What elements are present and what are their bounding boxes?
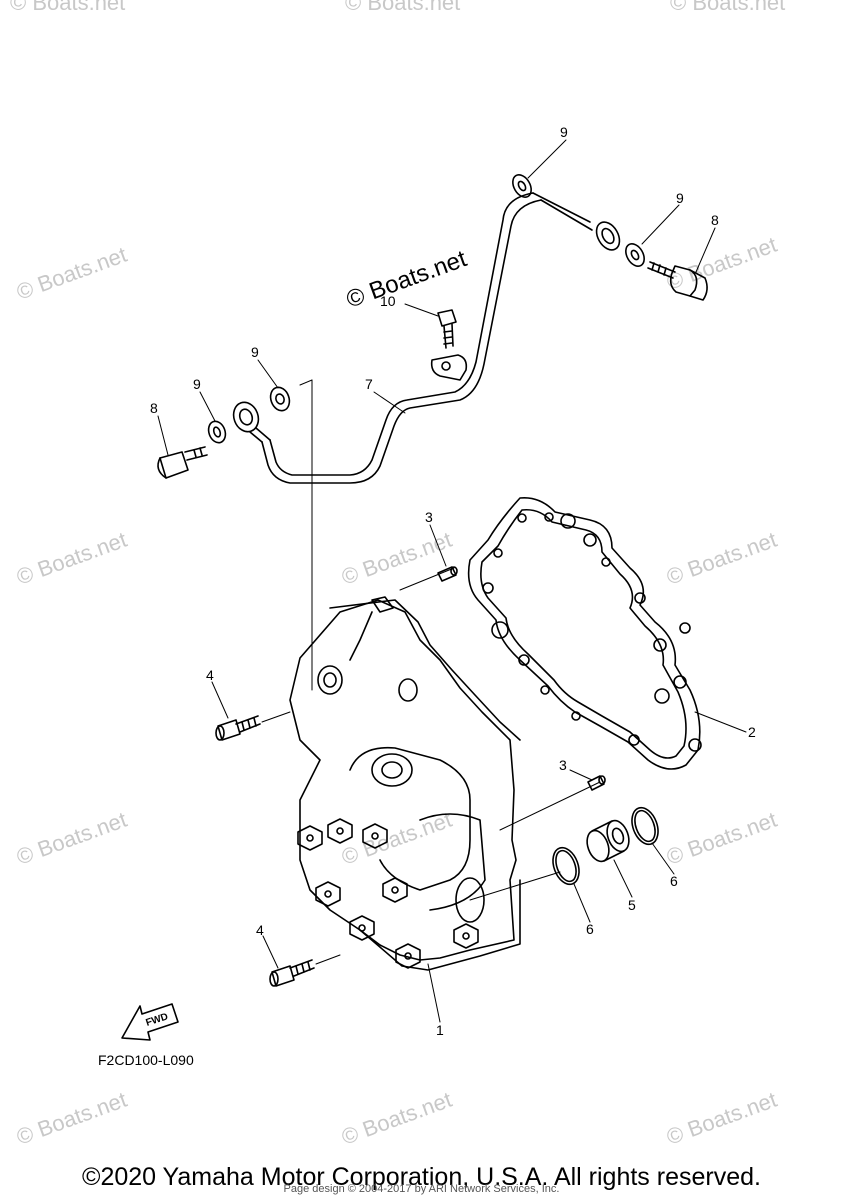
dowel-pin-icon (587, 775, 606, 791)
cover-bolt-icon (453, 923, 479, 949)
banjo-fitting-right (595, 221, 621, 251)
copper-washer-icon (512, 174, 532, 198)
cover-bolt-icon (297, 825, 323, 851)
cover-bolt-icon (315, 881, 341, 907)
watermark: © Boats.net (663, 1087, 780, 1150)
callout-7: 7 (365, 376, 373, 392)
watermark: © Boats.net (13, 1087, 130, 1150)
pipe-clamp-bracket (430, 354, 468, 381)
socket-bolt-icon (269, 959, 315, 987)
union-bolt-icon (647, 261, 708, 301)
watermark-dark: © Boats.net (343, 245, 471, 313)
watermark: © Boats.net (345, 0, 460, 15)
callout-9: 9 (560, 124, 568, 140)
page-design-credit: Page design © 2004-2017 by ARI Network S… (283, 1183, 560, 1195)
watermarks: © Boats.net © Boats.net © Boats.net © Bo… (10, 0, 785, 1150)
banjo-fitting-left (232, 401, 271, 443)
copper-washer-icon (625, 243, 645, 267)
callout-9: 9 (251, 344, 259, 360)
watermark: © Boats.net (338, 807, 455, 870)
bracket-bolt-icon (437, 309, 457, 349)
cover-bolt-icon (327, 818, 353, 844)
callout-9: 9 (193, 376, 201, 392)
callout-labels: 9 9 8 10 9 9 8 7 3 2 4 3 6 5 6 4 1 (150, 124, 756, 1038)
cover-gasket (467, 496, 702, 770)
fwd-arrow-icon (121, 1003, 179, 1041)
watermark: © Boats.net (13, 807, 130, 870)
watermark: © Boats.net (10, 0, 125, 15)
cover-bolt-icon (382, 877, 408, 903)
callout-6: 6 (670, 873, 678, 889)
watermark: © Boats.net (670, 0, 785, 15)
o-ring-icon (552, 846, 580, 886)
bracket-hole (441, 361, 451, 371)
callout-9: 9 (676, 190, 684, 206)
diagram-code: F2CD100-L090 (98, 1052, 194, 1068)
cover-bolt-icon (362, 823, 388, 849)
callout-8: 8 (711, 212, 719, 228)
copyright-notice: ©2020 Yamaha Motor Corporation, U.S.A. A… (82, 1163, 761, 1191)
o-ring-icon (631, 806, 659, 846)
callout-10: 10 (380, 293, 396, 309)
union-bolt-icon (157, 446, 208, 479)
cover-bolt-icon (349, 915, 375, 941)
watermark: © Boats.net (663, 807, 780, 870)
callout-3: 3 (425, 509, 433, 525)
watermark: © Boats.net (338, 527, 455, 590)
callout-6: 6 (586, 921, 594, 937)
watermark: © Boats.net (13, 527, 130, 590)
copper-washer-icon (269, 386, 291, 412)
cover-bolt-icon (395, 943, 421, 969)
callout-4: 4 (256, 922, 264, 938)
callout-5: 5 (628, 897, 636, 913)
dowel-pin-icon (437, 566, 458, 582)
callout-4: 4 (206, 667, 214, 683)
socket-bolt-icon (215, 715, 261, 741)
generator-cover (289, 596, 521, 971)
leader-lines (157, 139, 747, 1023)
watermark: © Boats.net (338, 1087, 455, 1150)
callout-8: 8 (150, 400, 158, 416)
copper-washer-icon (207, 420, 227, 444)
collar-sleeve-icon (586, 819, 630, 863)
callout-2: 2 (748, 724, 756, 740)
callout-3: 3 (559, 757, 567, 773)
callout-1: 1 (436, 1022, 444, 1038)
assembly-lines (261, 379, 601, 965)
watermark: © Boats.net (663, 527, 780, 590)
oil-delivery-pipe (261, 192, 593, 484)
watermark: © Boats.net (663, 232, 780, 295)
watermark: © Boats.net (13, 242, 130, 305)
